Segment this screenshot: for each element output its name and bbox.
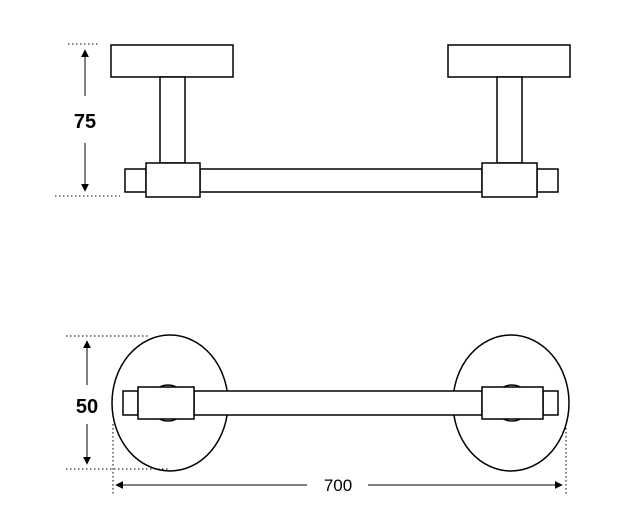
front-view (110, 44, 571, 198)
depth-label: 50 (76, 396, 98, 418)
front-post-left (159, 76, 186, 164)
top-bar (193, 390, 483, 416)
top-bar-end-right (542, 390, 559, 416)
top-view (111, 334, 570, 472)
depth-dimension: 50 (66, 335, 170, 470)
front-wall-plate-right (447, 44, 571, 78)
front-bracket-right (481, 162, 538, 198)
width-label: 700 (324, 476, 352, 495)
front-wall-plate-left (110, 44, 234, 78)
top-bracket-left (137, 386, 195, 420)
height-label: 75 (74, 111, 96, 133)
front-bar-end-right (536, 168, 559, 193)
front-bar (199, 168, 483, 193)
width-dimension: 700 (112, 424, 567, 496)
height-dimension: 75 (55, 43, 120, 197)
front-bracket-left (145, 162, 201, 198)
front-bar-end-left (124, 168, 147, 193)
top-bar-end-left (122, 390, 139, 416)
front-post-right (496, 76, 523, 164)
top-bracket-right (481, 386, 544, 420)
